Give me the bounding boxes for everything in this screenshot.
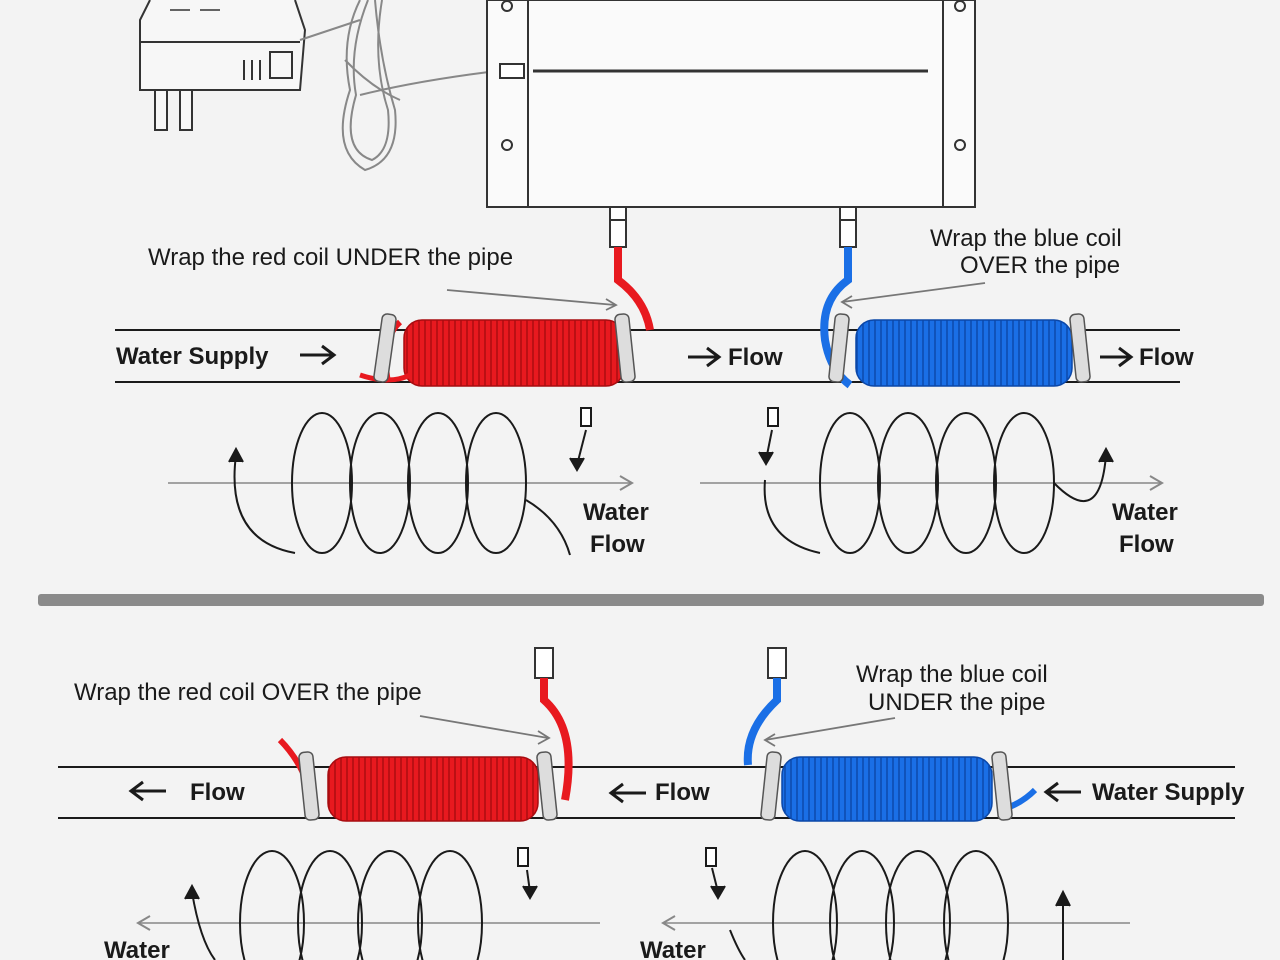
bottom-fittings (534, 647, 787, 679)
top-water-flow-left-1: Water (583, 499, 649, 526)
bottom-water-mid: Water (640, 937, 706, 960)
arrow-right-icon (1100, 346, 1134, 368)
section-divider (38, 594, 1264, 606)
bottom-flow-left: Flow (190, 779, 245, 806)
bottom-leaders (419, 715, 896, 747)
arrow-left-icon (128, 780, 166, 802)
spiral-diagram-icon (168, 407, 1164, 556)
bottom-water-left: Water (104, 937, 170, 960)
bottom-red-coil (277, 678, 573, 822)
arrow-right-icon (688, 346, 722, 368)
top-water-flow-left-2: Flow (590, 531, 645, 558)
top-red-note: Wrap the red coil UNDER the pipe (148, 244, 513, 271)
arrow-right-icon (300, 344, 337, 366)
top-water-flow-right-1: Water (1112, 499, 1178, 526)
top-blue-note-line1: Wrap the blue coil (930, 225, 1122, 252)
power-adapter-icon (139, 0, 307, 131)
top-blue-note-line2: OVER the pipe (960, 252, 1120, 279)
arrow-left-icon (608, 782, 646, 804)
top-flow-mid: Flow (728, 344, 783, 371)
control-box-icon (486, 0, 976, 248)
bottom-blue-coil (743, 678, 1038, 822)
bottom-blue-note-line1: Wrap the blue coil (856, 661, 1048, 688)
spiral-diagram-icon (136, 847, 1130, 960)
bottom-pipe (58, 766, 1235, 819)
arrow-left-icon (1043, 781, 1081, 803)
top-blue-coil (820, 247, 1091, 389)
bottom-flow-mid: Flow (655, 779, 710, 806)
bottom-red-note: Wrap the red coil OVER the pipe (74, 679, 422, 706)
sensor-cable-icon (299, 0, 506, 172)
bottom-blue-note-line2: UNDER the pipe (868, 689, 1045, 716)
top-flow-right: Flow (1139, 344, 1194, 371)
top-leaders (446, 282, 986, 311)
top-supply-label: Water Supply (116, 343, 269, 370)
bottom-supply-label: Water Supply (1092, 779, 1245, 806)
top-water-flow-right-2: Flow (1119, 531, 1174, 558)
top-red-coil (359, 247, 654, 387)
